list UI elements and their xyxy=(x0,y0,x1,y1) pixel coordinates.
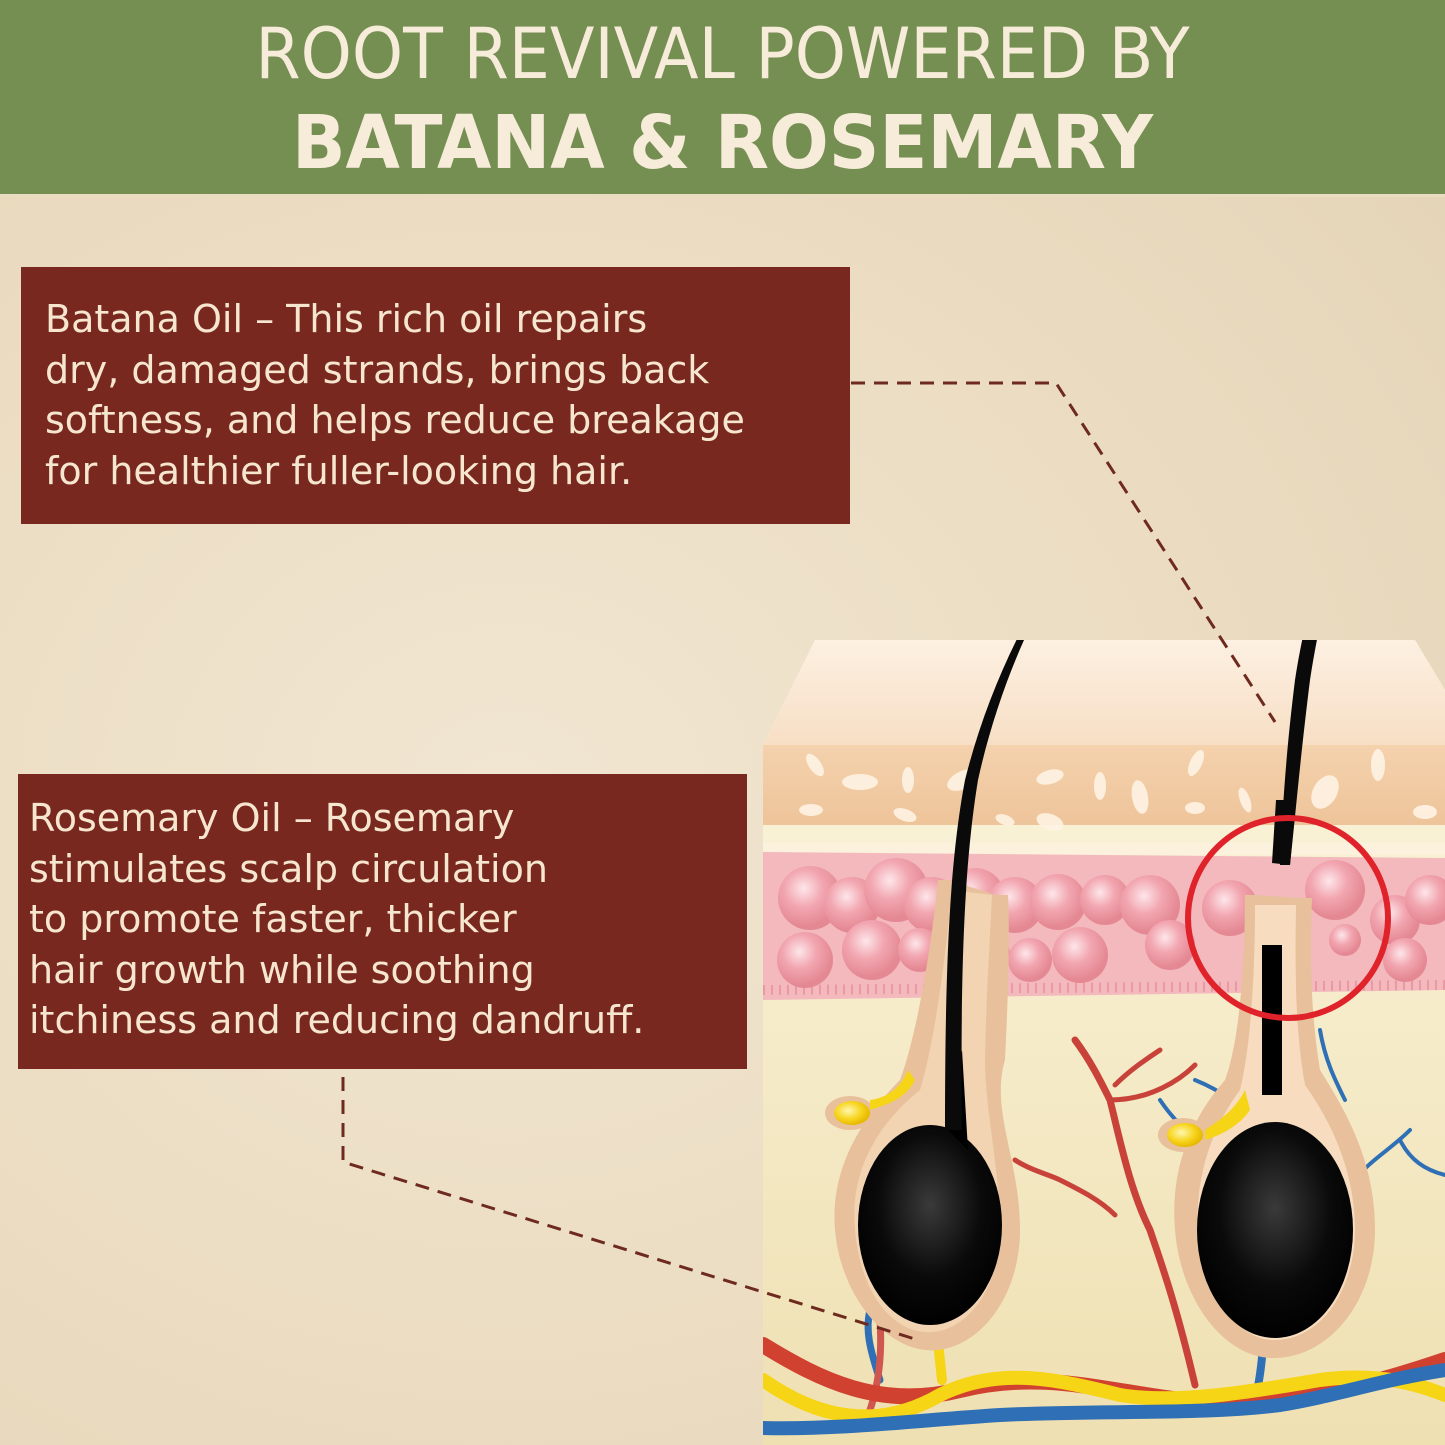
batana-line-3: softness, and helps reduce breakage xyxy=(45,398,745,442)
title-line-2: BATANA & ROSEMARY xyxy=(291,100,1154,186)
batana-line-2: dry, damaged strands, brings back xyxy=(45,347,710,392)
batana-connector xyxy=(851,381,1277,723)
batana-oil-callout: Batana Oil – This rich oil repairs dry, … xyxy=(21,267,850,524)
title-line-1: ROOT REVIVAL POWERED BY xyxy=(255,13,1190,95)
highlight-circle-icon xyxy=(1185,815,1391,1021)
blood-vessels xyxy=(763,1028,1445,1436)
header-banner: ROOT REVIVAL POWERED BY BATANA & ROSEMAR… xyxy=(0,0,1445,197)
follicle-right xyxy=(1158,640,1385,1359)
rosemary-oil-callout: Rosemary Oil – Rosemary stimulates scalp… xyxy=(18,774,747,1069)
follicle-left xyxy=(825,640,1098,1351)
rosemary-line-4: hair growth while soothing xyxy=(29,947,535,992)
rosemary-line-3: to promote faster, thicker xyxy=(29,897,517,941)
skin-block xyxy=(763,640,1445,1445)
batana-line-1: Batana Oil – This rich oil repairs xyxy=(45,297,648,341)
rosemary-line-2: stimulates scalp circulation xyxy=(29,846,548,891)
batana-line-4: for healthier fuller-looking hair. xyxy=(45,448,633,493)
rosemary-line-1: Rosemary Oil – Rosemary xyxy=(29,796,515,840)
rosemary-connector xyxy=(341,1077,919,1342)
rosemary-line-5: itchiness and reducing dandruff. xyxy=(29,998,645,1042)
